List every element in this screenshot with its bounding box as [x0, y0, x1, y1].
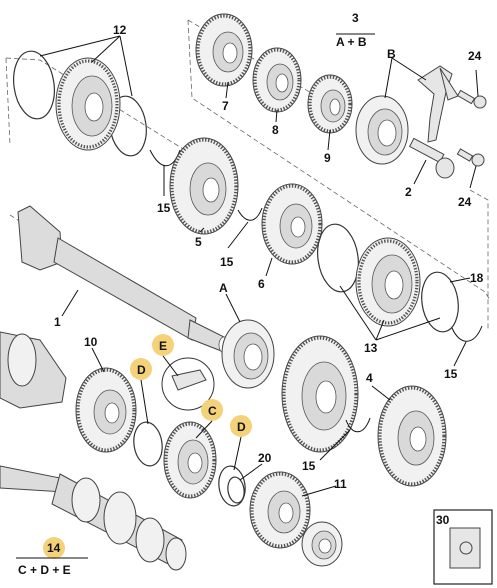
snap-ring-d-left	[133, 421, 163, 467]
callout-highlights	[43, 334, 252, 559]
key-e-inset	[161, 357, 215, 411]
label-3: 3	[352, 11, 359, 25]
gear-7	[195, 13, 253, 87]
label-24-lower: 24	[458, 195, 472, 209]
snap-ring-13-left	[317, 223, 359, 293]
label-24-top: 24	[468, 49, 482, 63]
gear-4	[377, 385, 447, 487]
label-15-top: 15	[157, 201, 171, 215]
label-3-sub: A + B	[336, 35, 367, 49]
label-8: 8	[272, 123, 279, 137]
gear-6	[261, 183, 323, 265]
shift-fork	[417, 65, 459, 143]
output-shaft-left	[0, 331, 67, 409]
label-12: 12	[113, 23, 127, 37]
label-11: 11	[334, 477, 347, 491]
gear-5	[169, 137, 239, 235]
label-4: 4	[366, 371, 373, 385]
label-c: C	[208, 404, 217, 418]
label-9: 9	[324, 151, 331, 165]
label-30: 30	[436, 513, 450, 527]
label-20: 20	[258, 451, 272, 465]
label-a: A	[219, 281, 228, 295]
synchronizer-c	[163, 421, 217, 499]
label-18: 18	[470, 271, 484, 285]
label-2: 2	[405, 185, 412, 199]
inset-box-30	[433, 509, 493, 585]
bolt-2	[408, 137, 455, 179]
output-shaft-assembly-14	[0, 465, 187, 571]
synchronizer-hub-top	[55, 57, 121, 151]
gear-10	[75, 367, 137, 453]
circlip-15-middle	[237, 207, 263, 221]
bearing-bottom	[301, 521, 343, 567]
output-gear-large	[281, 335, 359, 453]
gear-9	[307, 74, 353, 134]
bearing-b	[355, 95, 409, 165]
snap-ring-d-right	[218, 465, 246, 507]
label-6: 6	[258, 277, 265, 291]
ring-20	[227, 476, 245, 504]
circlip-15-lower	[345, 417, 371, 433]
circlip-15-right	[451, 325, 483, 342]
gear-8	[252, 47, 302, 113]
gear-11	[249, 471, 311, 549]
bolt-24-top	[456, 89, 487, 109]
leader-lines	[16, 33, 479, 559]
label-e: E	[159, 339, 167, 353]
label-13: 13	[364, 341, 378, 355]
label-15-lower: 15	[302, 459, 316, 473]
callout-labels: 12 3 A + B 24 B 7 8 9 2 24 15 5 15 6 18 …	[18, 11, 484, 577]
synchronizer-hub-13	[355, 237, 421, 327]
label-10: 10	[84, 335, 98, 349]
label-5: 5	[195, 235, 202, 249]
label-1: 1	[54, 315, 61, 329]
bearing-a	[221, 319, 275, 389]
label-d-right: D	[237, 420, 246, 434]
label-7: 7	[222, 99, 229, 113]
label-15-right: 15	[444, 367, 458, 381]
label-b: B	[387, 47, 396, 61]
label-15-middle: 15	[220, 255, 234, 269]
snap-ring-18	[421, 271, 459, 333]
label-14: 14	[47, 541, 61, 555]
label-d-left: D	[137, 363, 146, 377]
bolt-24-lower	[456, 148, 485, 167]
label-14-sub: C + D + E	[18, 563, 71, 577]
